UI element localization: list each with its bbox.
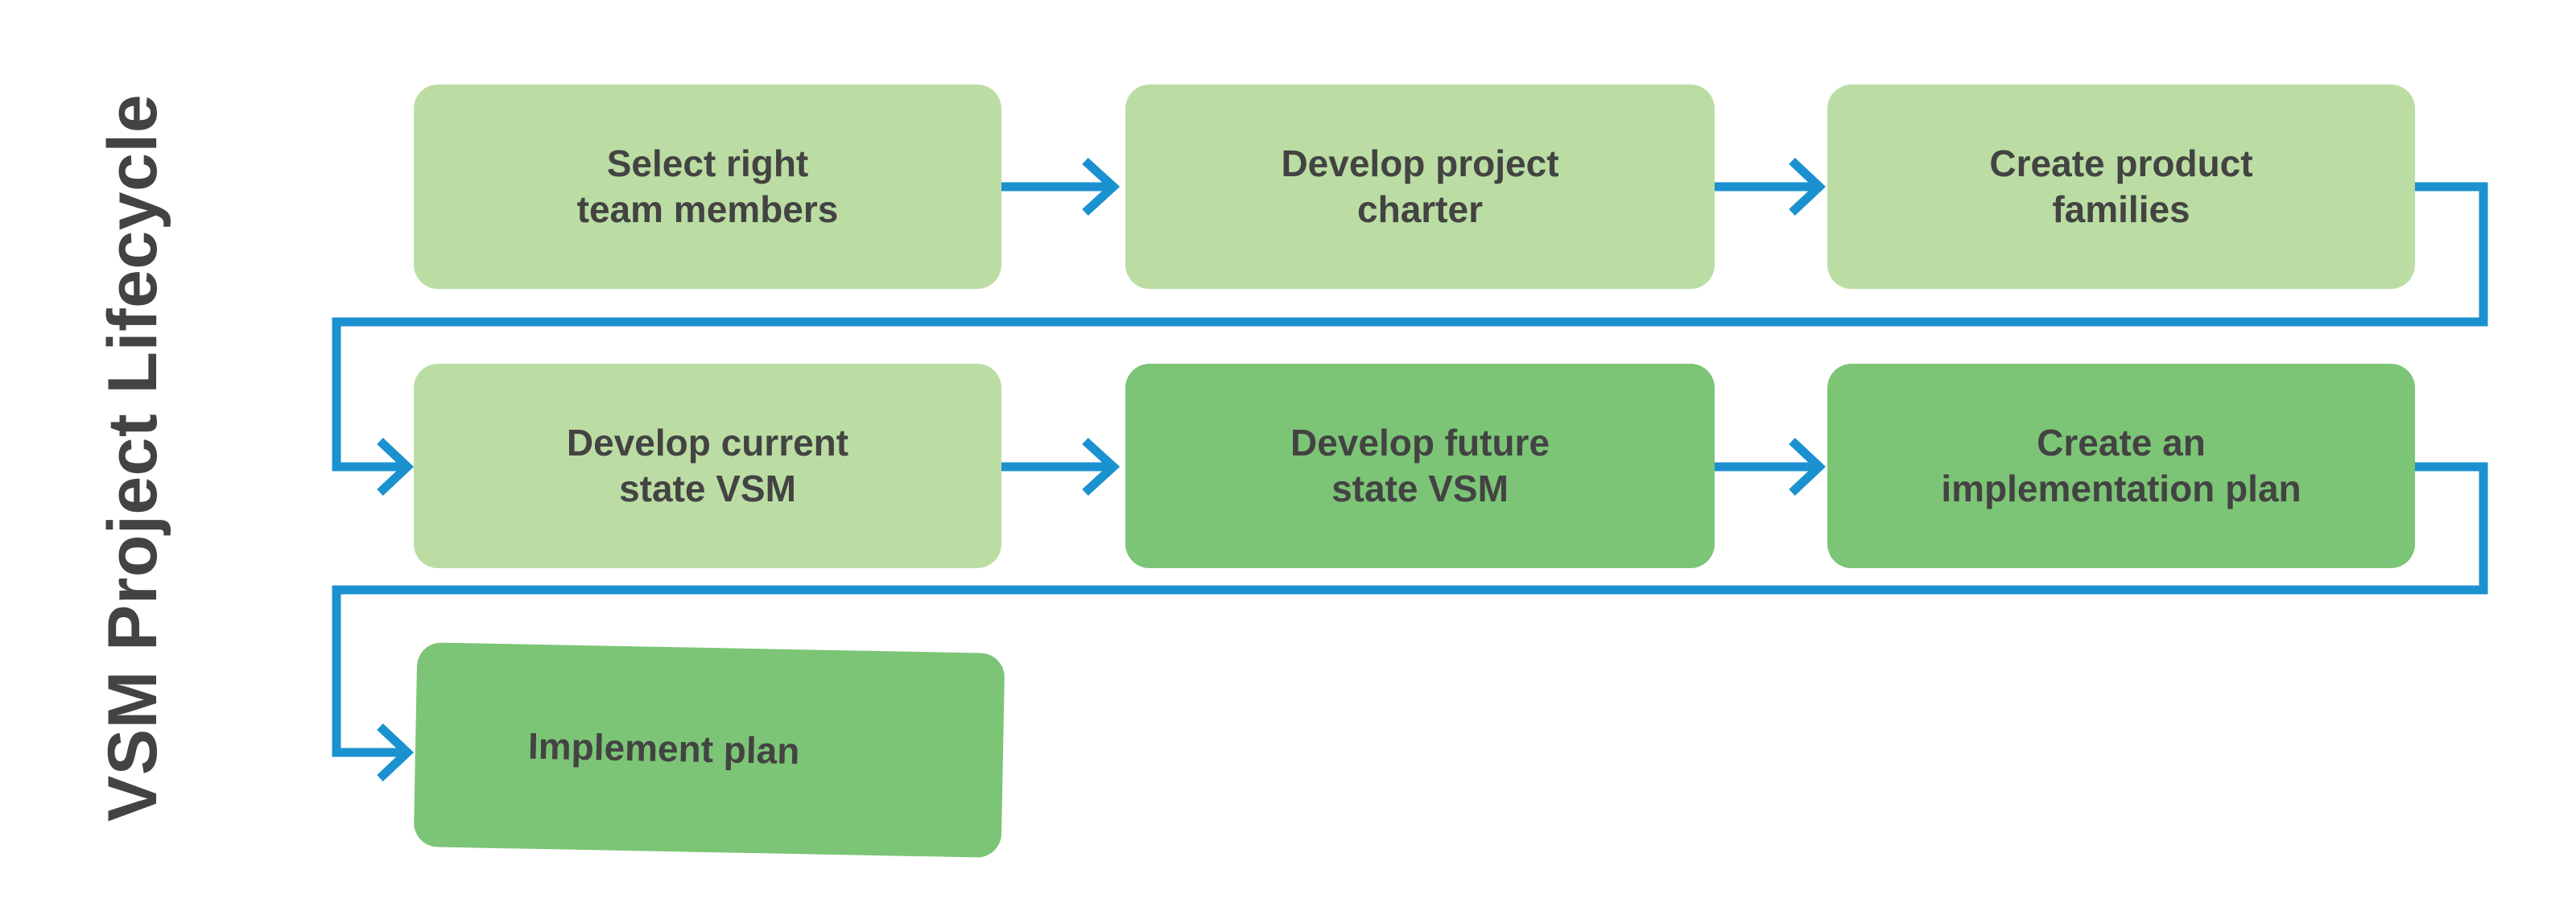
process-node-implement-plan[interactable]: Implement plan xyxy=(413,642,1005,858)
node-label: Select right team members xyxy=(576,142,839,231)
arrow-implementation-plan-to-implement-plan xyxy=(332,462,2488,782)
node-label: Create an implementation plan xyxy=(1941,421,2301,510)
node-label: Develop future state VSM xyxy=(1290,421,1550,510)
process-node-create-implementation-plan[interactable]: Create an implementation plan xyxy=(1827,364,2415,568)
process-node-develop-current-state-vsm[interactable]: Develop current state VSM xyxy=(414,364,1001,568)
arrow-create-families-to-current-state-vsm xyxy=(332,182,2488,497)
node-label: Create product families xyxy=(1989,142,2253,231)
arrow-develop-charter-to-create-families xyxy=(1715,157,1827,216)
node-label: Implement plan xyxy=(527,724,800,773)
arrow-current-state-vsm-to-future-state-vsm xyxy=(1001,437,1121,497)
process-node-develop-future-state-vsm[interactable]: Develop future state VSM xyxy=(1125,364,1715,568)
node-label: Develop current state VSM xyxy=(566,421,849,510)
process-node-develop-project-charter[interactable]: Develop project charter xyxy=(1125,84,1715,289)
node-label: Develop project charter xyxy=(1281,142,1559,231)
arrow-future-state-vsm-to-implementation-plan xyxy=(1715,437,1827,497)
process-node-create-product-families[interactable]: Create product families xyxy=(1827,84,2415,289)
process-node-select-right-team-members[interactable]: Select right team members xyxy=(414,84,1001,289)
arrow-select-team-to-develop-charter xyxy=(1001,157,1121,216)
